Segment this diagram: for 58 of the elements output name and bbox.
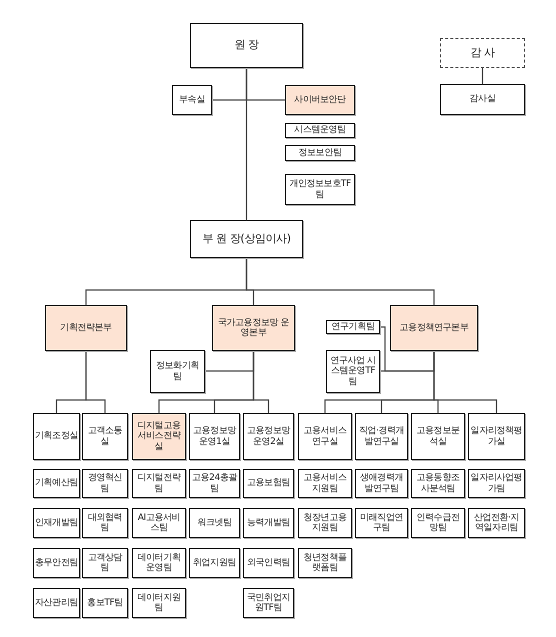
team-box: 대외협력팀 (82, 508, 128, 538)
team-box: 데이터기획운영팀 (132, 548, 186, 578)
team-box: 경영혁신팀 (82, 469, 128, 498)
connector-line (433, 351, 498, 413)
office-box: 고객소통실 (82, 413, 128, 460)
team-box: 시스템운영팀 (285, 123, 355, 138)
team-box: 취업지원팀 (189, 548, 240, 578)
office-box: 고용서비스연구실 (298, 413, 352, 460)
connector-line (252, 351, 270, 413)
team-box: 청년정책플랫폼팀 (298, 548, 352, 578)
team-box: 홍보TF팀 (82, 588, 128, 618)
team-box: 능력개발팀 (243, 508, 294, 538)
team-box: 국민취업지원TF팀 (243, 588, 294, 618)
division-box: 사이버보안단 (285, 85, 355, 115)
team-box: 연구기획팀 (326, 320, 380, 334)
team-box: 고용서비스지원팀 (298, 469, 352, 498)
unit-box: 부속실 (172, 85, 212, 115)
office-box: 일자리정책평가실 (468, 413, 525, 460)
office-box: 디지털고용서비스전략실 (132, 413, 186, 460)
division-box: 고용정책연구본부 (390, 305, 478, 351)
office-box: 기획조정실 (33, 413, 80, 460)
division-box: 기획전략본부 (45, 305, 127, 351)
connector-line (85, 351, 106, 413)
team-box: 외국인력팀 (243, 548, 294, 578)
team-box: 디지털전략팀 (132, 469, 186, 498)
team-box: 데이터지원팀 (132, 588, 186, 618)
team-box: 자산관리팀 (33, 588, 80, 618)
division-box: 국가고용정보망 운영본부 (212, 305, 295, 351)
connector-line (246, 258, 435, 305)
office-box: 직업·경력개발연구실 (355, 413, 408, 460)
team-box: 총무안전팀 (33, 548, 80, 578)
team-box: 고용동향조사분석팀 (411, 469, 465, 498)
team-box: 고용보험팀 (243, 469, 294, 498)
office-box: 고용정보망운영2실 (243, 413, 294, 460)
head-box: 원 장 (190, 23, 303, 68)
team-box: 일자리사업평가팀 (468, 469, 525, 498)
team-box: 고용24총괄팀 (189, 469, 240, 498)
team-box: 생애경력개발연구팀 (355, 469, 408, 498)
team-box: 인재개발팀 (33, 508, 80, 538)
team-box: 기획예산팀 (33, 469, 80, 498)
team-box: AI고용서비스팀 (132, 508, 186, 538)
team-box: 청장년고용지원팀 (298, 508, 352, 538)
connector-line (482, 68, 484, 84)
team-box: 개인정보보호TF팀 (285, 174, 355, 205)
head-box: 부 원 장(상임이사) (190, 220, 303, 258)
unit-box: 감사실 (440, 84, 525, 115)
team-box: 연구사업 시스템운영TF팀 (326, 350, 380, 393)
office-box: 고용정보망운영1실 (189, 413, 240, 460)
team-box: 워크넷팀 (189, 508, 240, 538)
team-box: 정보화기획팀 (150, 350, 205, 393)
office-box: 고용정보분석실 (411, 413, 465, 460)
connector-line (246, 68, 285, 101)
team-box: 고객상담팀 (82, 548, 128, 578)
head-box: 감 사 (440, 38, 525, 68)
team-box: 산업전환·지역일자리팀 (468, 508, 525, 538)
team-box: 인력수급전망팀 (411, 508, 465, 538)
team-box: 미래직업연구팀 (355, 508, 408, 538)
team-box: 정보보안팀 (285, 145, 355, 161)
